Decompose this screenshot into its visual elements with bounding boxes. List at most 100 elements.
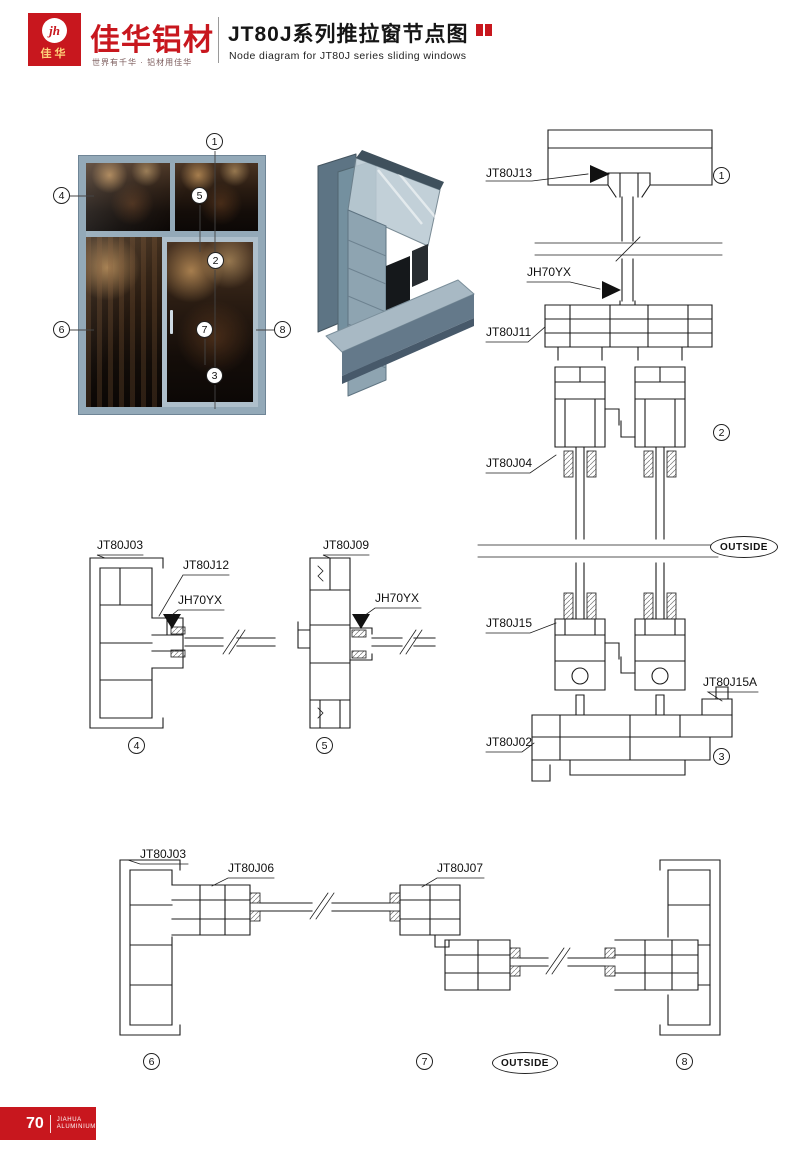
label-jt80j15a: JT80J15A <box>703 675 758 689</box>
window-transom <box>86 163 258 231</box>
outside-label-vertical: OUTSIDE <box>710 536 778 558</box>
callout-5-window: 5 <box>191 187 208 204</box>
callout-5-section: 5 <box>316 737 333 754</box>
profile-jt80j09-stile <box>297 557 351 729</box>
glass-pane-1 <box>259 902 391 912</box>
profile-jt80j02 <box>531 694 733 782</box>
leader-lines <box>485 173 759 753</box>
label-jt80j12: JT80J12 <box>183 558 230 572</box>
label-jt80j07: JT80J07 <box>437 861 484 875</box>
gasket-jh70yx-icon <box>163 614 181 629</box>
glass-pane-2 <box>519 957 606 967</box>
outside-label-horizontal: OUTSIDE <box>492 1052 558 1074</box>
transom-pane-left <box>86 163 170 231</box>
page-number: 70 <box>26 1114 44 1132</box>
leader-lines <box>322 554 422 617</box>
glass-break-icon <box>545 947 571 975</box>
brand-logo: jh 佳华 <box>28 13 81 66</box>
brand-tagline: 世界有千华 · 铝材用佳华 <box>92 58 193 67</box>
label-jt80j03-bs: JT80J03 <box>140 847 187 861</box>
vertical-section-drawing <box>477 129 759 782</box>
sash-handle <box>169 310 173 334</box>
label-jh70yx-vs: JH70YX <box>527 265 572 279</box>
window-transom-rail <box>86 231 258 237</box>
glazing-gaskets-upper <box>563 450 677 478</box>
glazing-wedge-icon <box>590 165 610 183</box>
window-callout-lines <box>70 151 274 409</box>
brand-name: 佳华铝材 <box>90 24 214 57</box>
callout-1-section: 1 <box>713 167 730 184</box>
profile-jt80j04 <box>554 366 686 448</box>
section-4-drawing <box>89 554 276 729</box>
logo-name-cn: 佳华 <box>40 48 69 60</box>
profile-jt80j15 <box>554 618 686 691</box>
glass-break-icon <box>399 629 423 655</box>
render-hardware <box>386 256 410 312</box>
glass-pane <box>184 637 276 647</box>
glass-break-icon <box>309 892 335 920</box>
glass-break-icon <box>222 629 246 655</box>
profile-jt80j15a <box>701 686 733 716</box>
profile-jt80j07-interlock <box>399 884 511 991</box>
profile-jt80j03-left-jamb <box>119 859 181 1036</box>
fixed-pane <box>86 237 162 407</box>
label-jt80j09: JT80J09 <box>323 538 370 552</box>
glass-pane <box>371 637 436 647</box>
profile-jt80j12-adapter <box>151 617 184 669</box>
transom-mullion <box>169 163 175 231</box>
label-jt80j11: JT80J11 <box>486 325 532 339</box>
glazing-gaskets-lower <box>563 592 677 620</box>
footer-brand: JIAHUA ALUMINIUM <box>57 1117 96 1131</box>
section-break-lines <box>477 544 719 558</box>
window-main <box>86 237 258 407</box>
leader-lines <box>96 554 230 617</box>
label-jh70yx-s4: JH70YX <box>178 593 223 607</box>
render-glass-edge <box>356 150 444 190</box>
label-jt80j13: JT80J13 <box>486 166 533 180</box>
profile-jt80j06-sash <box>171 884 251 936</box>
callout-8-window: 8 <box>274 321 291 338</box>
leader-lines <box>127 859 485 888</box>
label-jt80j04: JT80J04 <box>486 456 533 470</box>
right-jamb-profile <box>659 859 721 1036</box>
page-footer: 70 JIAHUA ALUMINIUM <box>0 1107 96 1140</box>
label-jt80j03-s4: JT80J03 <box>97 538 144 552</box>
logo-monogram: jh <box>49 22 60 38</box>
gasket-jh70yx-icon <box>602 281 621 299</box>
callout-7-section: 7 <box>416 1053 433 1070</box>
footer-divider <box>49 1114 51 1133</box>
profile-3d-render <box>317 150 475 397</box>
section-5-drawing <box>297 554 436 729</box>
footer-brand-line2: ALUMINIUM <box>56 1123 96 1130</box>
callout-8-section: 8 <box>676 1053 693 1070</box>
callout-3-window: 3 <box>206 367 223 384</box>
glass-pane-mid-upper <box>575 446 665 540</box>
logo-monogram-icon: jh <box>42 18 67 43</box>
callout-6-section: 6 <box>143 1053 160 1070</box>
callout-2-section: 2 <box>713 424 730 441</box>
footer-brand-line1: JIAHUA <box>56 1116 82 1123</box>
label-jt80j02: JT80J02 <box>486 735 533 749</box>
callout-4-section: 4 <box>128 737 145 754</box>
callout-4-window: 4 <box>53 187 70 204</box>
callout-6-window: 6 <box>53 321 70 338</box>
label-jt80j15: JT80J15 <box>486 616 533 630</box>
transom-pane-right <box>174 163 258 231</box>
callout-3-section: 3 <box>713 748 730 765</box>
title-accent-icon <box>476 24 492 36</box>
profile-jt80j11 <box>544 300 713 361</box>
label-jt80j06: JT80J06 <box>228 861 275 875</box>
right-sash-profile <box>614 939 711 991</box>
gasket-jh70yx-icon <box>352 614 370 629</box>
horizontal-section-drawing <box>119 859 721 1036</box>
callout-1-window: 1 <box>206 133 223 150</box>
render-hardware-small <box>412 244 428 287</box>
header-divider <box>218 17 219 63</box>
glass-pane-upper <box>621 196 634 302</box>
callout-7-window: 7 <box>196 321 213 338</box>
callout-2-window: 2 <box>207 252 224 269</box>
glass-pane-mid-lower <box>575 562 665 620</box>
profile-jt80j13 <box>547 129 713 198</box>
profile-jt80j03-jamb <box>89 557 164 729</box>
